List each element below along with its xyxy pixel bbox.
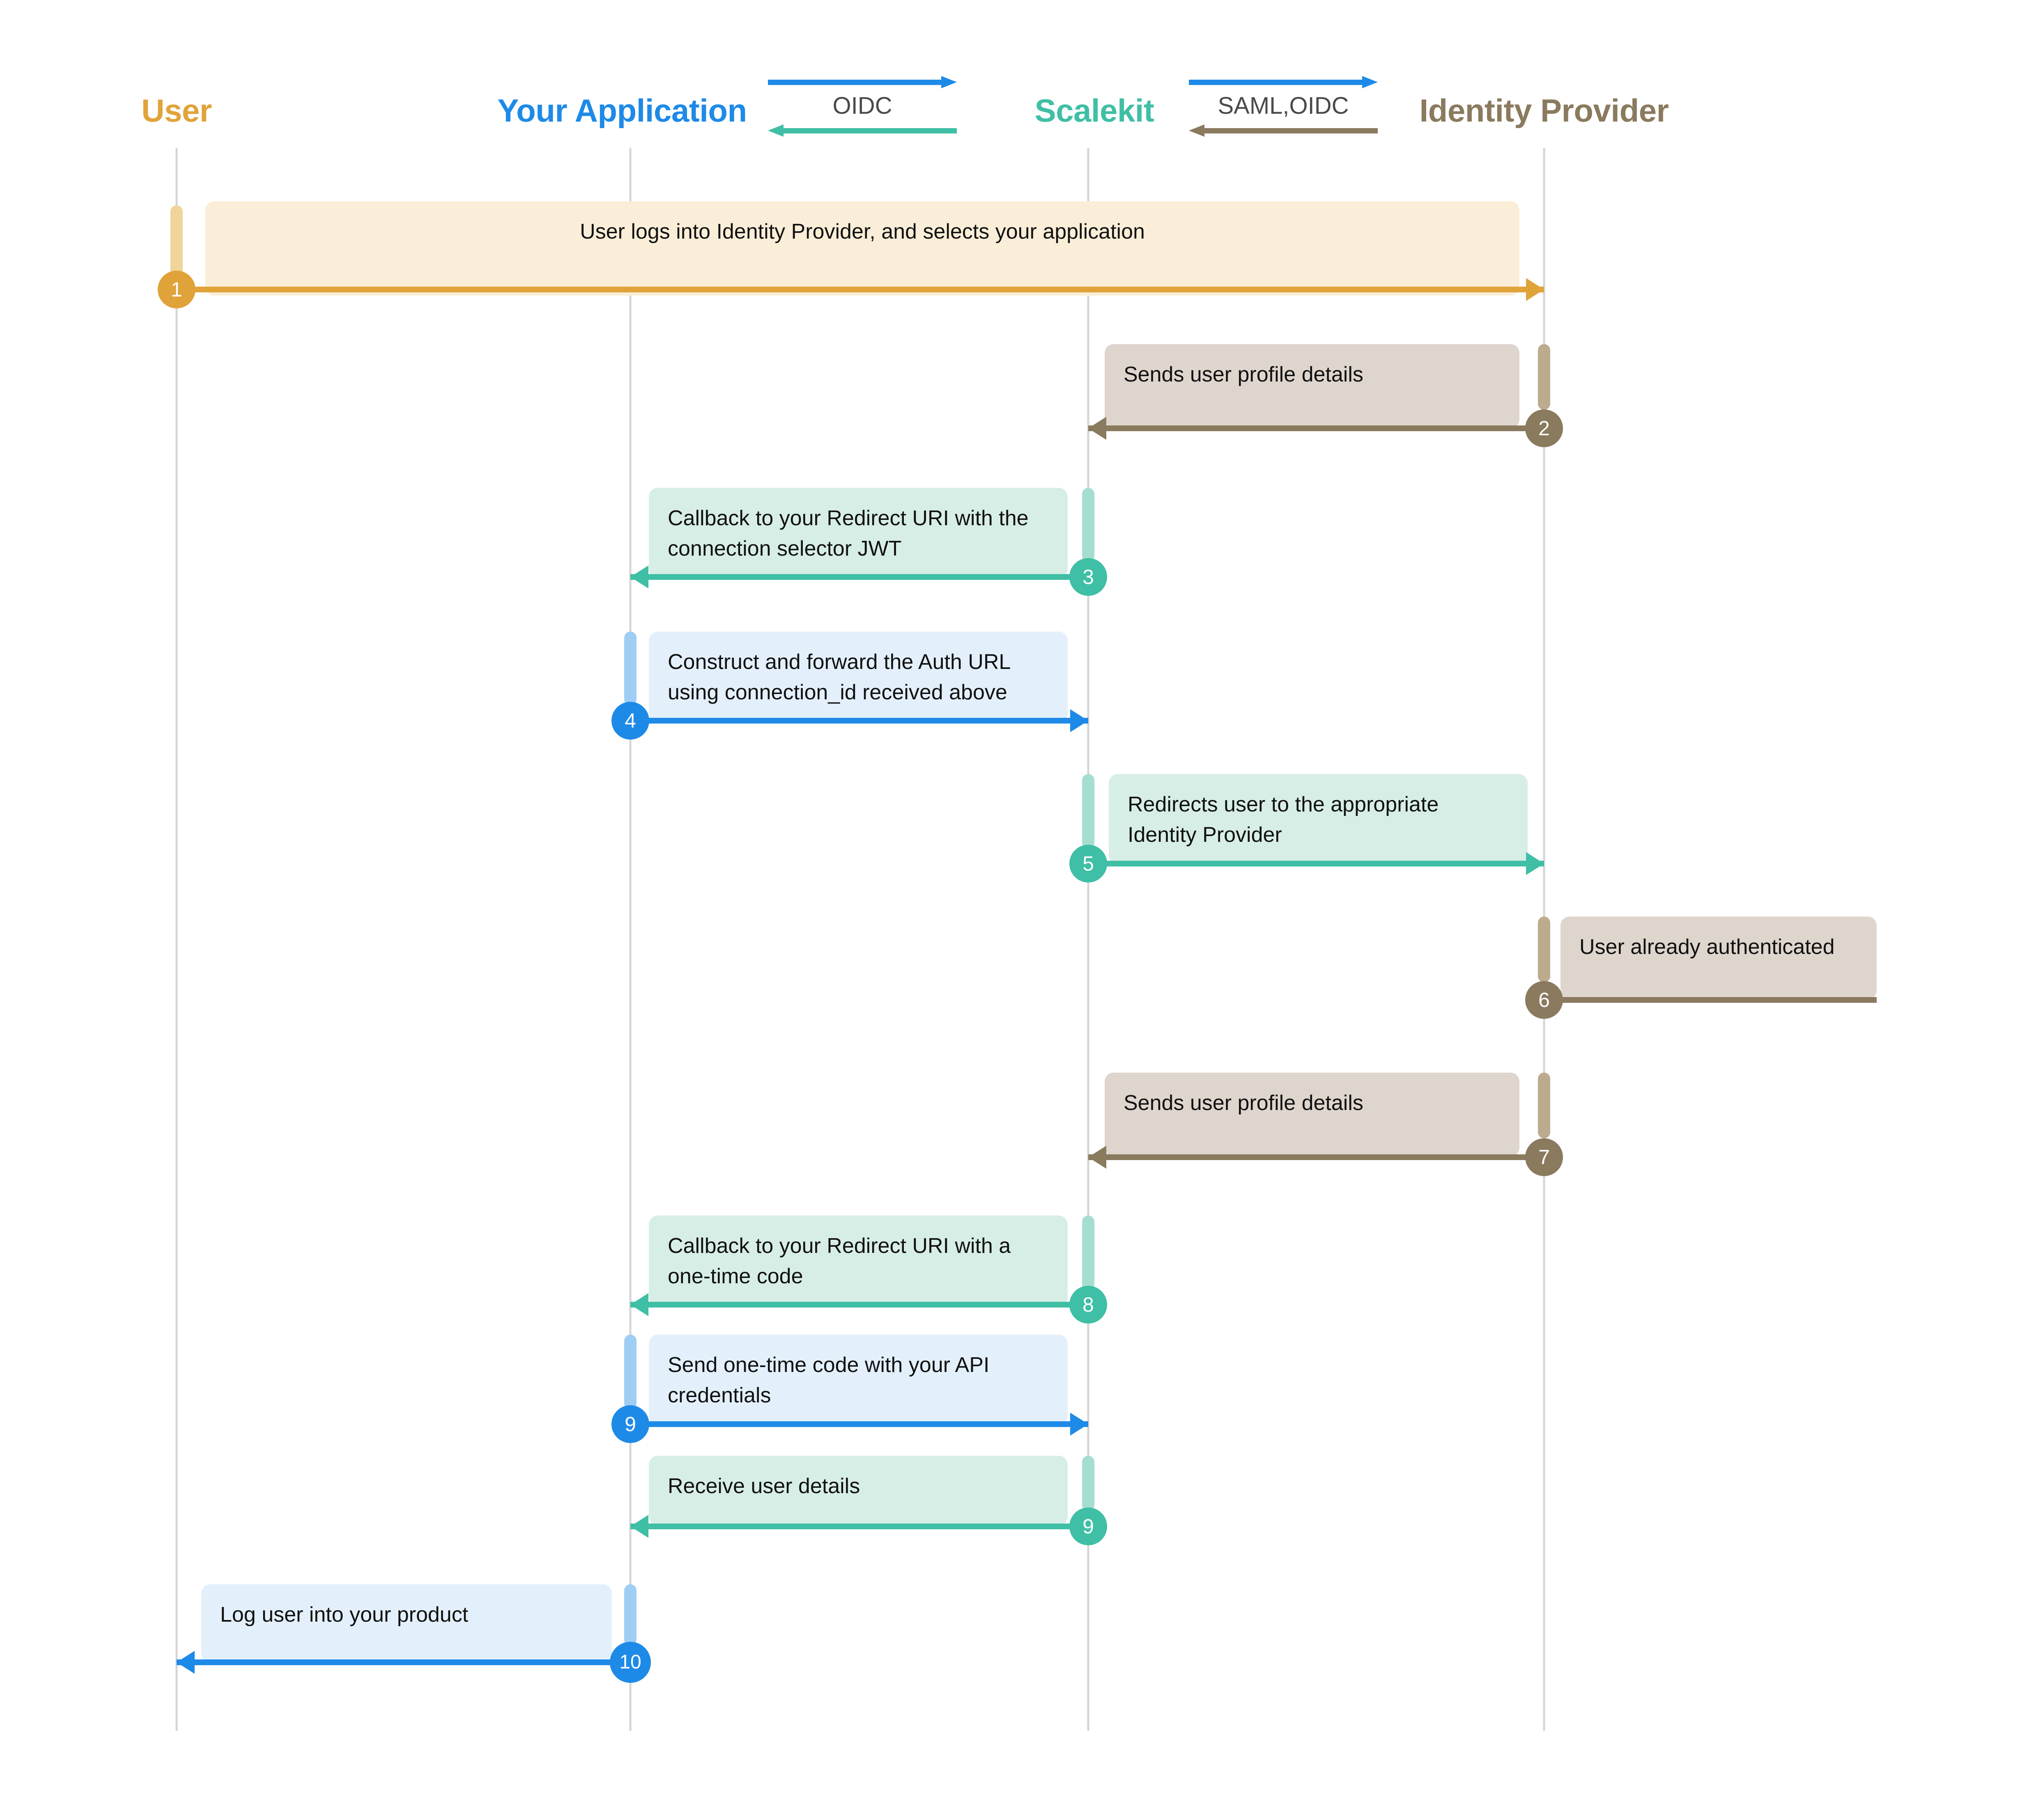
step-1-arrowhead-icon: [1526, 278, 1544, 301]
step-1-activation-bar: [170, 205, 183, 283]
step-8-note: Callback to your Redirect URI with a one…: [649, 1216, 1068, 1306]
legend-oidc-top-arrow-icon: [768, 76, 957, 88]
step-7-arrow-line: [1088, 1154, 1544, 1160]
step-9-arrowhead-icon: [1070, 1413, 1088, 1436]
step-8-arrowhead-icon: [630, 1293, 648, 1316]
step-3-activation-bar: [1082, 488, 1094, 562]
step-6-activation-bar: [1538, 917, 1550, 982]
step-6-arrow-line: [1544, 997, 1877, 1003]
step-4-note: Construct and forward the Auth URL using…: [649, 632, 1068, 722]
step-5-note: Redirects user to the appropriate Identi…: [1109, 774, 1528, 864]
step-5-activation-bar: [1082, 774, 1094, 849]
legend-saml-oidc-label: SAML,OIDC: [1218, 92, 1349, 119]
step-2-arrowhead-icon: [1088, 417, 1106, 440]
legend-oidc-label: OIDC: [832, 92, 892, 119]
step-4-activation-bar: [624, 632, 637, 705]
legend-saml-oidc-top-arrow-icon: [1189, 76, 1378, 88]
step-9-activation-bar: [1082, 1456, 1094, 1511]
step-9-badge[interactable]: 9: [611, 1405, 649, 1443]
step-9-note: Receive user details: [649, 1456, 1068, 1526]
step-8-badge[interactable]: 8: [1069, 1286, 1107, 1324]
step-3-arrow-line: [630, 574, 1088, 580]
step-1-badge[interactable]: 1: [158, 271, 195, 308]
legend-oidc-bottom-arrow-icon: [768, 124, 957, 137]
legend-oidc: OIDC: [768, 76, 957, 137]
lifeline-user: [175, 148, 178, 1731]
step-2-badge[interactable]: 2: [1525, 409, 1563, 447]
step-5-arrow-line: [1088, 861, 1544, 866]
step-7-arrowhead-icon: [1088, 1146, 1106, 1169]
lane-title-scalekit: Scalekit: [1034, 92, 1154, 129]
legend-saml-oidc: SAML,OIDC: [1189, 76, 1378, 137]
step-6-badge[interactable]: 6: [1525, 981, 1563, 1019]
step-9-note: Send one-time code with your API credent…: [649, 1335, 1068, 1425]
step-10-badge[interactable]: 10: [610, 1642, 651, 1683]
step-5-badge[interactable]: 5: [1069, 845, 1107, 882]
legend-saml-oidc-bottom-arrow-icon: [1189, 124, 1378, 137]
step-3-note: Callback to your Redirect URI with the c…: [649, 488, 1068, 578]
step-9-activation-bar: [624, 1335, 637, 1409]
step-4-arrowhead-icon: [1070, 709, 1088, 732]
step-4-arrow-line: [630, 718, 1088, 724]
step-10-arrow-line: [177, 1659, 630, 1665]
step-8-arrow-line: [630, 1302, 1088, 1308]
step-3-arrowhead-icon: [630, 565, 648, 588]
step-4-badge[interactable]: 4: [611, 702, 649, 740]
step-9-arrowhead-icon: [630, 1515, 648, 1538]
step-3-badge[interactable]: 3: [1069, 558, 1107, 596]
step-5-arrowhead-icon: [1526, 852, 1544, 875]
step-10-note: Log user into your product: [201, 1584, 612, 1662]
step-1-note: User logs into Identity Provider, and se…: [205, 201, 1519, 296]
lane-title-idp: Identity Provider: [1419, 92, 1669, 129]
step-9-arrow-line: [630, 1524, 1088, 1529]
step-7-activation-bar: [1538, 1073, 1550, 1138]
step-8-activation-bar: [1082, 1216, 1094, 1290]
step-6-note: User already authenticated: [1560, 917, 1877, 1000]
step-2-note: Sends user profile details: [1105, 344, 1519, 428]
step-7-note: Sends user profile details: [1105, 1073, 1519, 1157]
step-10-activation-bar: [624, 1584, 637, 1646]
step-9-arrow-line: [630, 1421, 1088, 1427]
lane-title-app: Your Application: [497, 92, 747, 129]
step-9-badge[interactable]: 9: [1069, 1507, 1107, 1545]
step-2-activation-bar: [1538, 344, 1550, 410]
step-2-arrow-line: [1088, 425, 1544, 431]
lifeline-app: [629, 148, 632, 1731]
step-10-arrowhead-icon: [177, 1651, 195, 1674]
step-1-arrow-line: [177, 287, 1544, 292]
lifeline-scalekit: [1087, 148, 1089, 1731]
lane-title-user: User: [141, 92, 212, 129]
step-7-badge[interactable]: 7: [1525, 1138, 1563, 1176]
